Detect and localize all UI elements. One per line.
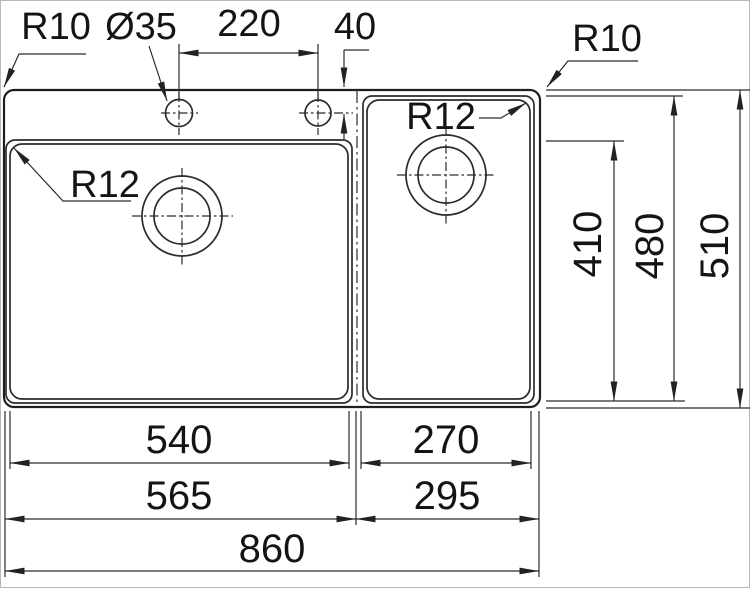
right-bowl <box>362 95 535 404</box>
dim-tap-hole-spacing: 220 <box>178 3 319 99</box>
left-section-width-value: 565 <box>146 474 213 518</box>
r12-right-leader <box>479 102 527 119</box>
overall-width-value: 860 <box>239 527 306 571</box>
left-bowl-outer-edge <box>5 139 353 404</box>
right-bowl-outer-depth-value: 480 <box>628 213 672 280</box>
left-drain <box>132 168 233 266</box>
r10-left-leader <box>3 53 86 88</box>
vertical-dimensions: 410 480 510 <box>546 89 750 409</box>
tap-hole-spacing-value: 220 <box>217 3 280 45</box>
right-bowl-inner-edge <box>366 99 531 400</box>
callout-r10-left: R10 <box>3 6 91 88</box>
overall-depth-value: 510 <box>693 213 737 280</box>
tap-hole-left <box>161 93 198 135</box>
tap-hole-diameter-label: Ø35 <box>105 6 177 48</box>
callout-r10-right: R10 <box>546 18 642 88</box>
tap-hole-right <box>299 93 353 135</box>
right-bowl-outer-edge <box>362 95 535 404</box>
left-bowl <box>5 139 353 404</box>
r12-right-label: R12 <box>406 96 476 138</box>
right-drain <box>397 127 495 224</box>
right-section-width-value: 295 <box>414 474 481 518</box>
r10-right-leader <box>546 60 638 88</box>
callout-r12-left: R12 <box>13 147 140 206</box>
r12-left-label: R12 <box>70 164 140 206</box>
tap-hole-diameter-leader <box>148 45 168 102</box>
left-bowl-inner-edge <box>9 143 349 400</box>
horizontal-dimensions: 540 270 565 295 860 <box>4 411 540 577</box>
r12-left-leader <box>13 147 131 202</box>
sink-outline <box>2 88 542 409</box>
dim-tap-hole-offset: 40 <box>334 6 376 139</box>
bowl-depth-value: 410 <box>566 211 610 278</box>
callout-r12-right: R12 <box>406 96 527 138</box>
tap-hole-offset-value: 40 <box>334 6 376 48</box>
left-bowl-inner-width-value: 540 <box>146 418 213 462</box>
callout-tap-hole-diameter: Ø35 <box>105 6 177 102</box>
r10-right-label: R10 <box>572 18 642 60</box>
r10-left-label: R10 <box>21 6 91 48</box>
sink-outer-edge <box>2 88 542 409</box>
right-bowl-inner-width-value: 270 <box>413 418 480 462</box>
